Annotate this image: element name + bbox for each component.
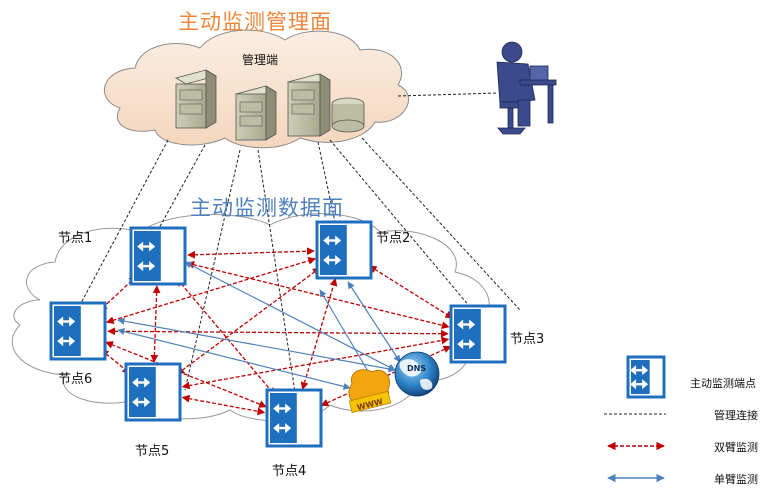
endpoint-node-6 (49, 301, 107, 361)
administrator-icon (496, 41, 557, 135)
legend-mgmt-label: 管理连接 (714, 409, 758, 422)
legend (604, 355, 666, 483)
endpoint-node-2 (315, 220, 373, 280)
data-plane-title: 主动监测数据面 (190, 196, 344, 220)
endpoint-node-1 (129, 226, 187, 286)
dns-server-icon: DNS (394, 351, 440, 397)
management-plane-title: 主动监测管理面 (178, 10, 332, 34)
single-arm-links (117, 261, 401, 390)
management-link (361, 137, 521, 311)
node-label-3: 节点3 (510, 332, 545, 347)
management-link (317, 141, 336, 223)
single-arm-link (117, 328, 351, 390)
endpoint-node-3 (449, 304, 507, 364)
server-icon (174, 69, 365, 141)
legend-endpoint-label: 主动监测端点 (690, 377, 756, 390)
legend-single-arm-label: 单臂监测 (714, 473, 758, 486)
node-label-6: 节点6 (58, 372, 93, 387)
endpoint-node-5 (124, 362, 182, 422)
node-label-2: 节点2 (376, 231, 411, 246)
node-label-5: 节点5 (135, 444, 170, 459)
dns-label: DNS (407, 364, 426, 373)
management-link (397, 92, 498, 97)
node-label-1: 节点1 (58, 231, 93, 246)
management-link (157, 144, 206, 231)
dual-arm-link (368, 265, 454, 319)
node-label-4: 节点4 (272, 464, 307, 479)
management-server-label: 管理端 (242, 53, 279, 67)
dual-arm-link (187, 247, 315, 259)
dual-arm-link (181, 394, 266, 416)
legend-dual-arm-label: 双臂监测 (714, 441, 758, 454)
legend-endpoint-icon (626, 355, 666, 399)
endpoint-node-4 (265, 388, 323, 448)
management-link (79, 139, 169, 306)
